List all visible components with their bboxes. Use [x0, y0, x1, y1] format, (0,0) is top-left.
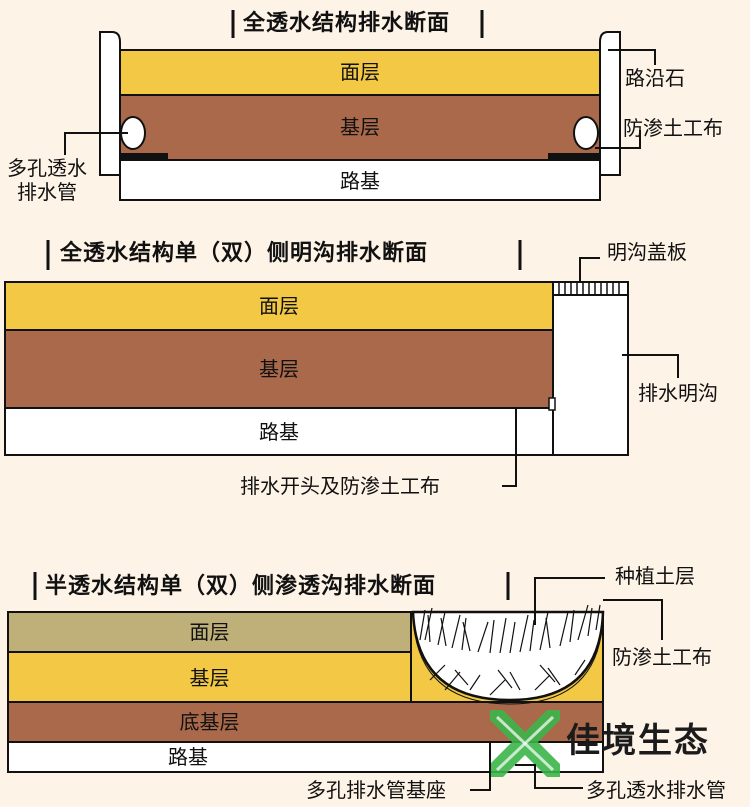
s3-geotextile-line [412, 615, 604, 705]
leader-cover [579, 257, 600, 282]
leader-curb [608, 49, 656, 65]
leader-pipe-1 [64, 132, 128, 155]
section3-title: 半透水结构单（双）侧渗透沟排水断面 [45, 574, 437, 599]
leader-geotextile-3 [603, 599, 663, 640]
s1-geotextile-right [548, 153, 600, 159]
s3-base-label: 基层 [189, 666, 230, 690]
s1-subgrade-label: 路基 [340, 169, 380, 193]
curb-left [99, 31, 121, 176]
s1-surface-label: 面层 [340, 60, 380, 84]
s1-subgrade-layer [119, 159, 601, 201]
leader-geotextile-1 [595, 130, 641, 149]
s2-base-layer [4, 329, 554, 409]
s1-base-label: 基层 [340, 115, 380, 139]
leader-planting [534, 577, 605, 625]
s3-vegetation [419, 604, 601, 696]
s3-surface-label: 面层 [189, 620, 230, 644]
s3-subgrade-label: 路基 [168, 745, 208, 769]
curb-label: 路沿石 [625, 66, 685, 90]
section2-title: 全透水结构单（双）侧明沟排水断面 [60, 241, 429, 266]
section1-title: 全透水结构排水断面 [243, 11, 451, 36]
leader-pipe-seat [428, 741, 491, 791]
s2-outlet [548, 397, 556, 411]
geotextile-label-1: 防渗土工布 [623, 116, 723, 140]
outlet-label: 排水开头及防渗土工布 [240, 474, 440, 498]
s1-base-layer [119, 94, 601, 161]
pipe-seat-label: 多孔排水管基座 [306, 778, 446, 802]
s1-pipe-right [573, 116, 599, 150]
s2-subgrade-label: 路基 [259, 420, 299, 444]
leader-outlet [502, 408, 517, 487]
cross-leaf-logo-icon [490, 710, 560, 777]
planting-label: 种植土层 [615, 564, 695, 588]
s3-base-layer [7, 651, 412, 703]
ditch-label: 排水明沟 [638, 381, 718, 405]
leader-ditch [622, 354, 679, 378]
pipe-label-3: 多孔透水排水管 [586, 778, 726, 802]
leader-pipe-3 [515, 764, 583, 789]
s2-base-label: 基层 [259, 357, 299, 381]
s3-subbase-label: 底基层 [179, 710, 240, 734]
s2-subgrade-layer [4, 407, 554, 456]
s1-surface-layer [119, 49, 601, 96]
curb-right [599, 31, 621, 176]
cover-label: 明沟盖板 [607, 240, 687, 264]
s1-geotextile-left [120, 153, 168, 159]
s3-surface-layer [7, 611, 412, 653]
geotextile-label-3: 防渗土工布 [612, 645, 712, 669]
pipe-label-1a: 多孔透水 [7, 156, 87, 180]
logo-text: 佳境生态 [566, 721, 710, 761]
s2-surface-label: 面层 [259, 294, 299, 318]
pipe-label-1b: 排水管 [17, 180, 77, 204]
s2-surface-layer [4, 281, 554, 331]
s2-cover-grate [558, 282, 620, 295]
s2-drain-ditch [552, 294, 629, 456]
